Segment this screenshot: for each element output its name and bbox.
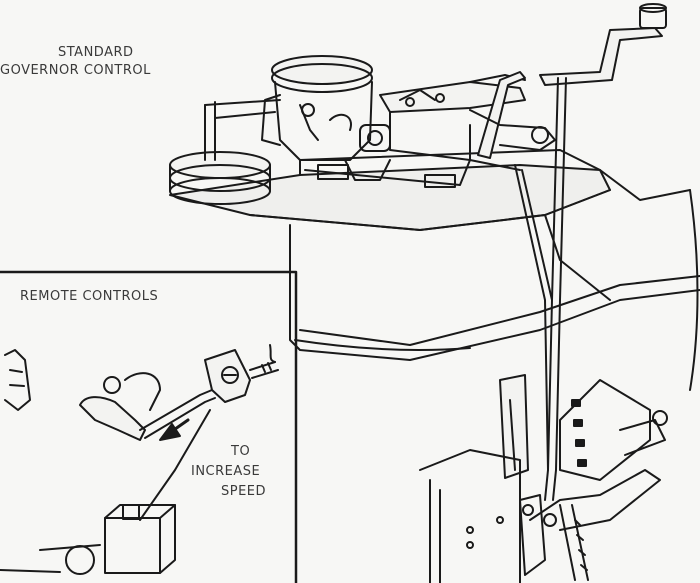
speed-label: SPEED	[221, 484, 267, 499]
pulley	[169, 151, 271, 205]
increase-label: INCREASE	[191, 464, 261, 479]
standard-label: STANDARD	[58, 45, 134, 60]
remote-controls-label: REMOTE CONTROLS	[20, 289, 159, 304]
intake-pipe	[204, 99, 281, 161]
governor-plate	[304, 74, 526, 188]
control-bracket	[539, 3, 667, 86]
governor-control-label: GOVERNOR CONTROL	[0, 63, 151, 78]
control-rods	[469, 77, 567, 501]
to-label: TO	[231, 444, 251, 459]
lower-bracket	[499, 374, 668, 581]
engine-body	[169, 149, 700, 391]
carburetor	[261, 55, 391, 181]
governor-arm	[469, 71, 556, 159]
engine-base	[419, 449, 521, 583]
remote-controls-inset	[0, 270, 298, 583]
